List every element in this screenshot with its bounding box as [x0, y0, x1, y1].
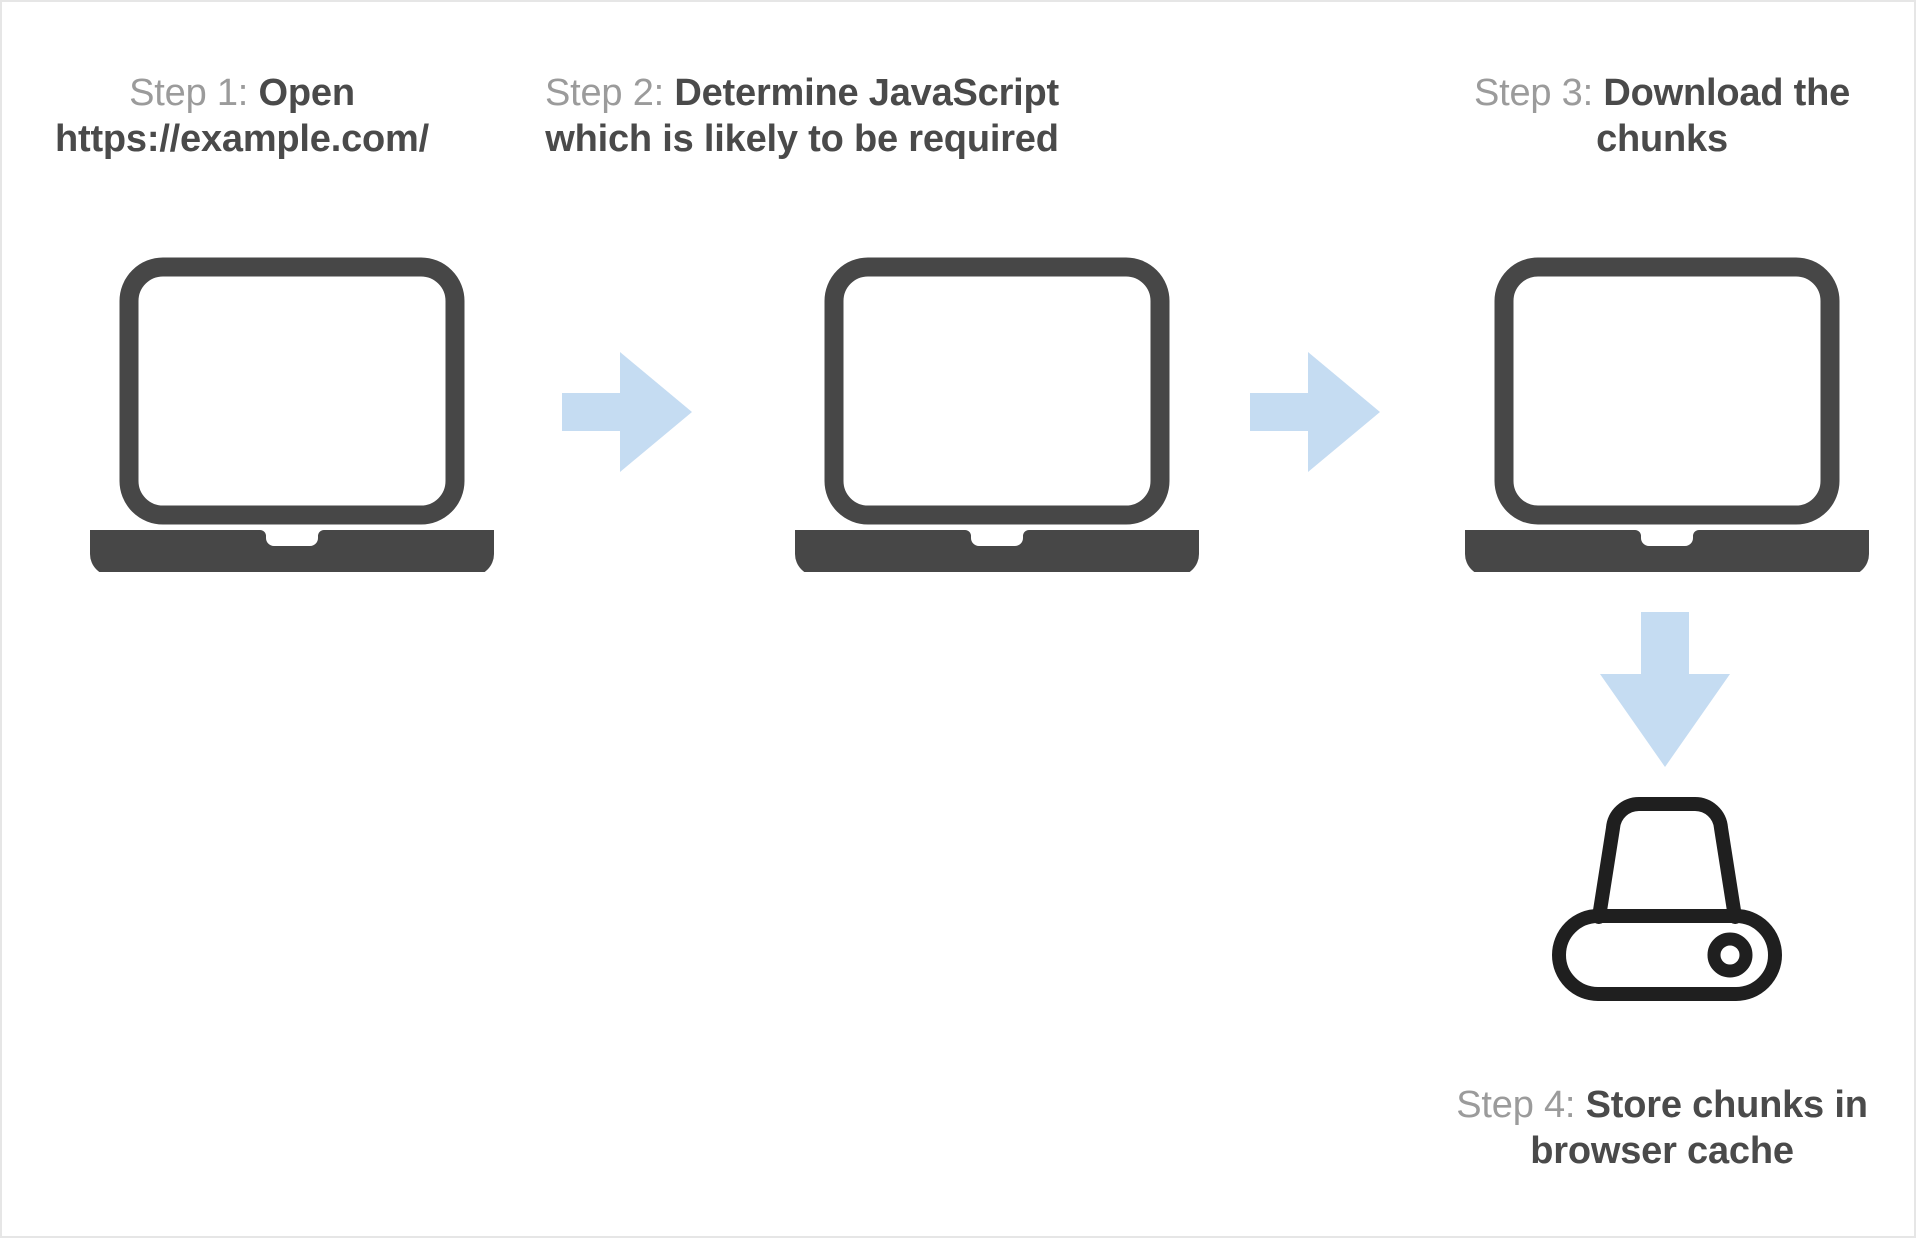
- step-1-text: Open https://example.com/: [55, 72, 429, 161]
- step-4-text: Store chunks in browser cache: [1530, 1084, 1868, 1173]
- step-2-text: Determine JavaScript which is likely to …: [545, 72, 1060, 161]
- step-1-caption: Step 1: Open https://example.com/: [22, 70, 462, 163]
- step-4-caption: Step 4: Store chunks in browser cache: [1422, 1082, 1902, 1175]
- step-3-label: Step 3:: [1473, 72, 1604, 114]
- laptop-icon: [82, 252, 502, 572]
- step-3-caption: Step 3: Download the chunks: [1422, 70, 1902, 163]
- step-3-text: Download the chunks: [1596, 72, 1851, 161]
- step-4-label: Step 4:: [1456, 1084, 1586, 1126]
- laptop-icon: [787, 252, 1207, 572]
- hard-drive-icon: [1547, 792, 1787, 1007]
- step-1-label: Step 1:: [129, 72, 259, 114]
- arrow-right-icon: [1250, 352, 1380, 472]
- laptop-icon: [1457, 252, 1877, 572]
- step-2-caption: Step 2: Determine JavaScript which is li…: [522, 70, 1082, 163]
- arrow-right-icon: [562, 352, 692, 472]
- arrow-down-icon: [1600, 612, 1730, 767]
- step-2-label: Step 2:: [544, 72, 675, 114]
